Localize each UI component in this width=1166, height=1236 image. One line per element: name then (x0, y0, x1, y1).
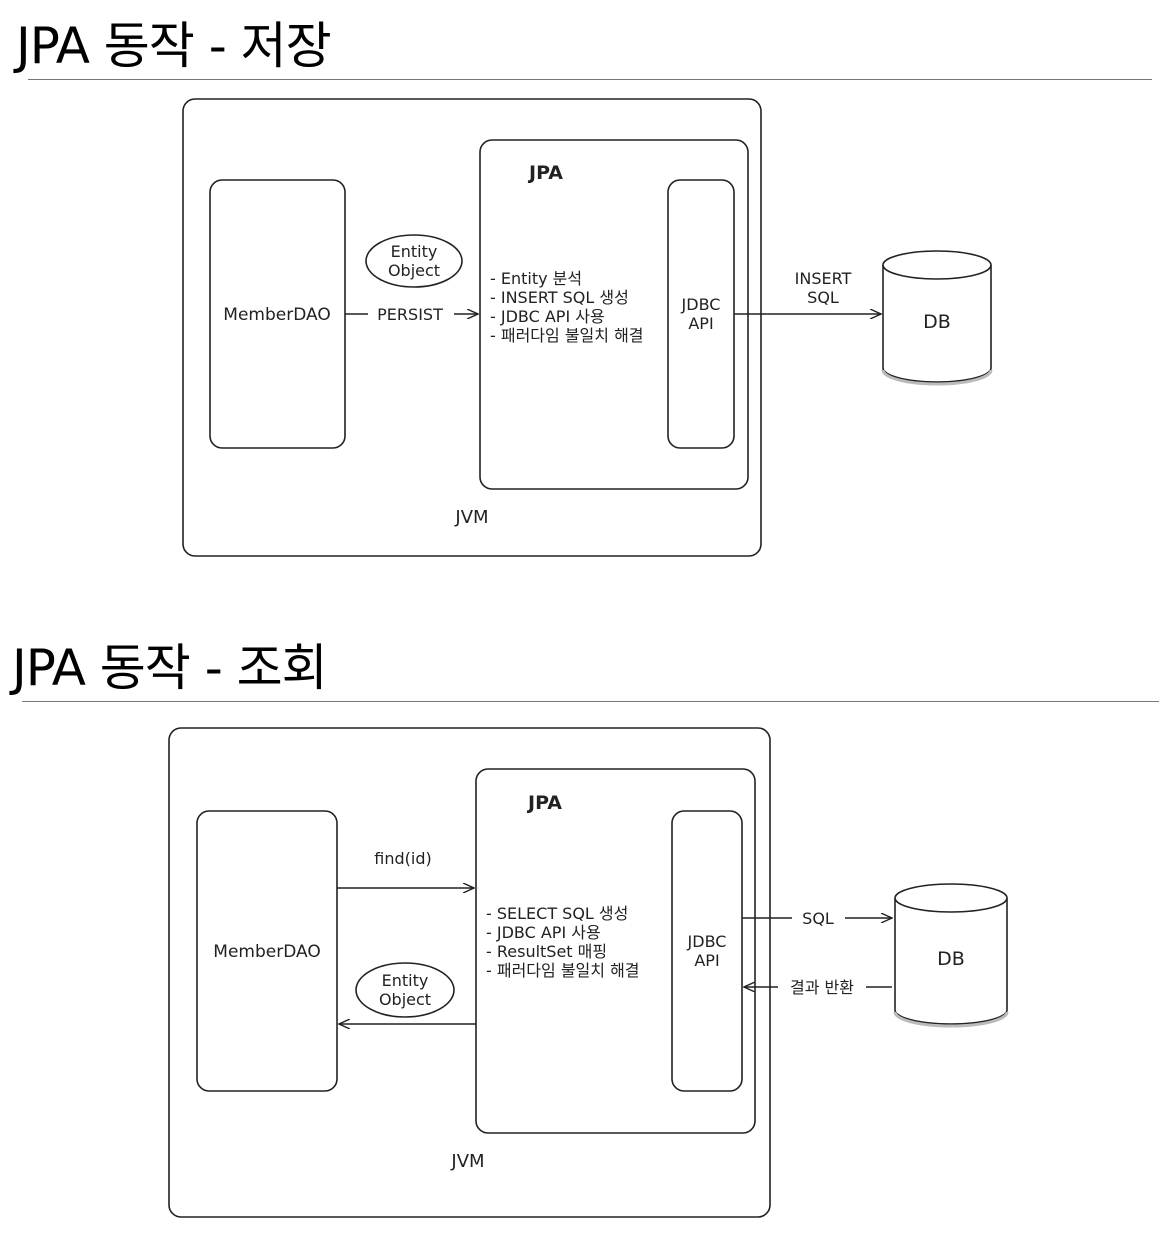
db-cylinder (881, 250, 993, 386)
jvm-label: JVM (450, 1151, 484, 1172)
entity-label-line1: Entity (391, 242, 438, 261)
find-diagram: JVM MemberDAO find(id) Entity Object JPA… (168, 727, 1009, 1218)
jpa-label: JPA (527, 162, 563, 184)
jpa-step: - ResultSet 매핑 (486, 942, 607, 961)
db-label: DB (937, 948, 965, 970)
jdbc-label-line1: JDBC (681, 295, 721, 314)
result-label: 결과 반환 (790, 978, 854, 997)
jpa-step: - 패러다임 불일치 해결 (490, 326, 644, 345)
section1-title: JPA 동작 - 저장 (16, 17, 332, 75)
sql-label: SQL (802, 909, 834, 928)
persist-label: PERSIST (377, 305, 443, 324)
member-dao-label: MemberDAO (223, 305, 330, 325)
member-dao-box (196, 810, 338, 1092)
section2-title: JPA 동작 - 조회 (12, 639, 328, 697)
jpa-step: - JDBC API 사용 (486, 923, 601, 942)
save-diagram: JVM MemberDAO Entity Object PERSIST JPA … (182, 98, 993, 557)
insert-sql-label-line2: SQL (807, 288, 839, 307)
entity-label-line1: Entity (382, 971, 429, 990)
jdbc-api-box (671, 810, 743, 1092)
jpa-step: - 패러다임 불일치 해결 (486, 961, 640, 980)
jpa-step: - SELECT SQL 생성 (486, 904, 628, 923)
entity-object-ellipse (355, 962, 455, 1018)
jdbc-label-line1: JDBC (687, 932, 727, 951)
jpa-label: JPA (526, 792, 562, 814)
entity-object-ellipse (365, 234, 463, 288)
insert-sql-label-line1: INSERT (795, 269, 852, 288)
jvm-box (182, 98, 762, 557)
member-dao-label: MemberDAO (213, 942, 320, 962)
section1-divider (28, 79, 1152, 80)
section2-divider (22, 701, 1159, 702)
jdbc-label-line2: API (694, 951, 719, 970)
entity-label-line2: Object (388, 261, 440, 280)
db-cylinder (893, 883, 1009, 1028)
entity-label-line2: Object (379, 990, 431, 1009)
jvm-box (168, 727, 771, 1218)
jpa-step: - INSERT SQL 생성 (490, 288, 629, 307)
jpa-step: - JDBC API 사용 (490, 307, 605, 326)
jvm-label: JVM (454, 507, 488, 528)
jdbc-label-line2: API (688, 314, 713, 333)
jpa-step: - Entity 분석 (490, 269, 582, 288)
jpa-box (475, 768, 756, 1134)
db-label: DB (923, 311, 951, 333)
find-id-label: find(id) (374, 849, 431, 868)
